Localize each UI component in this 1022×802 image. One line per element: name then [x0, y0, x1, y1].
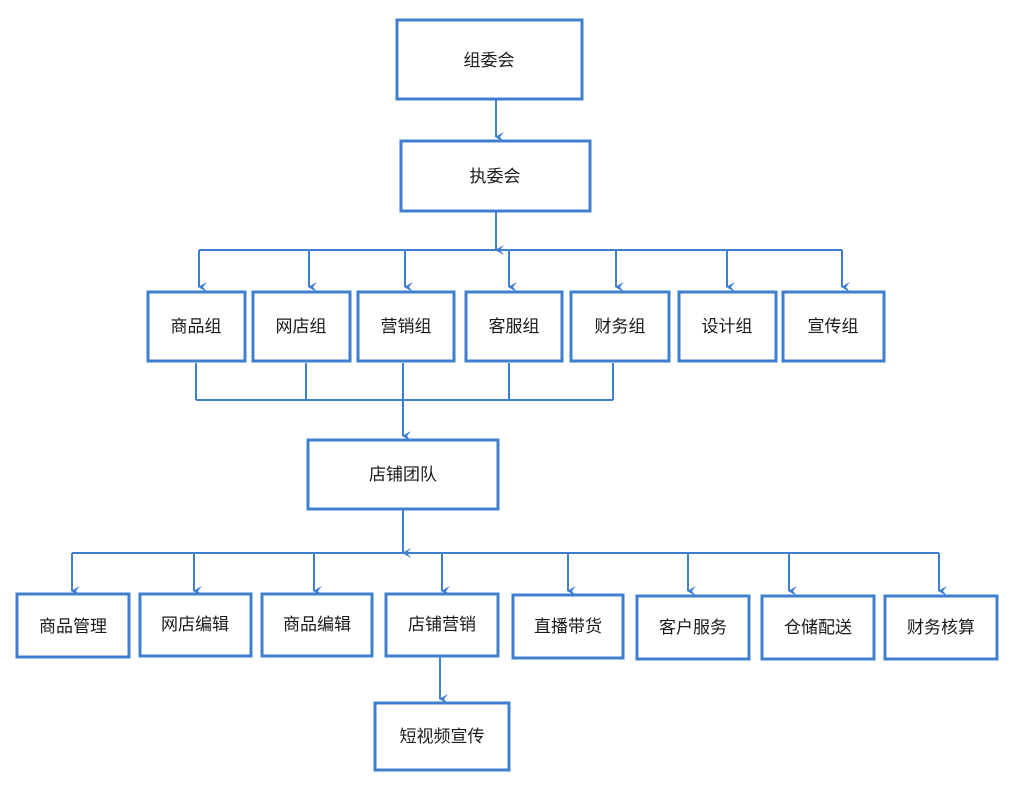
- node-label: 店铺营销: [408, 615, 476, 635]
- node-cangchu-peisong: 仓储配送: [760, 594, 876, 661]
- node-label: 财务核算: [907, 618, 975, 638]
- node-dianpu-tuandui: 店铺团队: [306, 438, 500, 511]
- node-caiwu-zu: 财务组: [569, 290, 671, 363]
- node-shangpin-bianji: 商品编辑: [260, 592, 374, 658]
- node-kehu-fuwu: 客户服务: [635, 594, 751, 661]
- node-duanshipin-xuanchuan: 短视频宣传: [373, 701, 511, 772]
- node-label: 执委会: [470, 167, 521, 187]
- node-label: 组委会: [464, 51, 515, 71]
- node-label: 网店组: [276, 317, 327, 337]
- node-zuweihui: 组委会: [395, 18, 584, 101]
- node-label: 客服组: [489, 317, 540, 337]
- node-sheji-zu: 设计组: [677, 290, 778, 363]
- node-shangpin-guanli: 商品管理: [15, 592, 131, 659]
- node-zhiweihui: 执委会: [399, 139, 592, 213]
- node-label: 营销组: [381, 317, 432, 337]
- node-label: 店铺团队: [369, 465, 437, 485]
- node-caiwu-hesuan: 财务核算: [883, 594, 999, 661]
- node-kefu-zu: 客服组: [464, 290, 564, 363]
- node-label: 客户服务: [659, 618, 727, 638]
- node-xuanchuan-zu: 宣传组: [781, 290, 886, 363]
- node-dianpu-yingxiao: 店铺营销: [384, 592, 500, 658]
- node-label: 商品组: [171, 317, 222, 337]
- node-wangdian-bianji: 网店编辑: [138, 592, 253, 658]
- node-label: 商品编辑: [283, 615, 351, 635]
- node-label: 商品管理: [39, 617, 107, 637]
- node-label: 直播带货: [534, 617, 602, 637]
- node-shangpin-zu: 商品组: [146, 290, 247, 363]
- node-label: 仓储配送: [784, 618, 852, 638]
- node-yingxiao-zu: 营销组: [356, 290, 456, 363]
- node-label: 设计组: [702, 317, 753, 337]
- connectors: [71, 100, 947, 704]
- node-wangdian-zu: 网店组: [251, 290, 352, 363]
- node-label: 宣传组: [808, 317, 859, 337]
- node-label: 短视频宣传: [400, 727, 485, 747]
- node-zhibo-daihuo: 直播带货: [511, 593, 625, 660]
- node-label: 网店编辑: [161, 615, 229, 635]
- node-label: 财务组: [595, 317, 646, 337]
